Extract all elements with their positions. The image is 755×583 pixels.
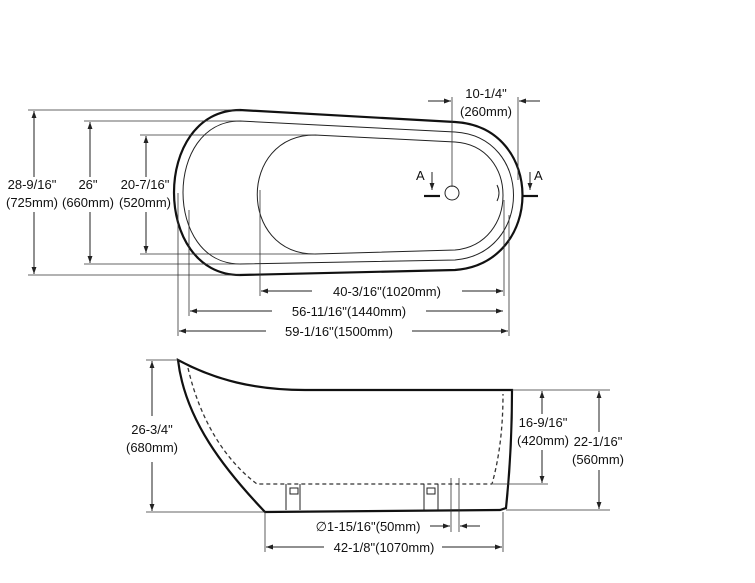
- end-height-imperial: 22-1/16": [574, 434, 623, 449]
- end-height-metric: (560mm): [572, 452, 624, 467]
- base-length-label: 42-1/8"(1070mm): [334, 540, 435, 555]
- top-view: A A 10-1/4" (260mm) 28-9/16" (725mm) 26"…: [6, 86, 543, 339]
- total-height-imperial: 26-3/4": [131, 422, 173, 437]
- side-view: 26-3/4" (680mm) 16-9/16" (420mm) 22-1/16…: [126, 358, 624, 555]
- drain-offset-metric: (260mm): [460, 104, 512, 119]
- drain-circle: [444, 185, 460, 201]
- tub-side-inner-profile: [187, 367, 504, 485]
- rim-width-metric: (660mm): [62, 195, 114, 210]
- tub-rim-outline: [182, 120, 514, 265]
- inner-length-label: 40-3/16"(1020mm): [333, 284, 441, 299]
- outer-width-imperial: 28-9/16": [8, 177, 57, 192]
- section-a-left-label: A: [416, 168, 425, 183]
- rim-width-imperial: 26": [78, 177, 97, 192]
- rim-length-label: 56-11/16"(1440mm): [292, 304, 406, 319]
- inner-width-metric: (520mm): [119, 195, 171, 210]
- total-height-metric: (680mm): [126, 440, 178, 455]
- inner-width-imperial: 20-7/16": [121, 177, 170, 192]
- tub-feet: [285, 484, 439, 510]
- drain-offset-imperial: 10-1/4": [465, 86, 507, 101]
- tub-side-outer-profile: [176, 358, 514, 514]
- outer-length-label: 59-1/16"(1500mm): [285, 324, 393, 339]
- outer-width-metric: (725mm): [6, 195, 58, 210]
- section-a-right-label: A: [534, 168, 543, 183]
- overflow-marker: [496, 184, 500, 202]
- drain-diameter-label: ∅1-15/16"(50mm): [316, 519, 421, 534]
- inner-depth-imperial: 16-9/16": [519, 415, 568, 430]
- inner-depth-metric: (420mm): [517, 433, 569, 448]
- tub-outer-outline: [173, 108, 524, 277]
- tub-inner-basin: [256, 134, 504, 255]
